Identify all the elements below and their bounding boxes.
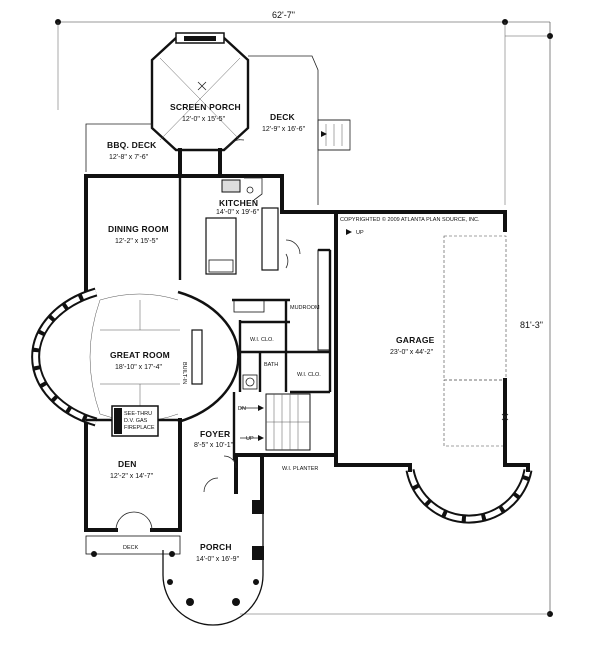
dining-room-size: 12'-2" x 15'-5" [115,238,159,245]
fireplace-label-3: FIREPLACE [124,425,155,431]
exterior-walls [84,148,507,532]
bbq-deck-size: 12'-8" x 7'-6" [109,154,149,161]
deck-label: DECK [270,112,296,122]
width-dimension: 62'-7" [272,10,295,20]
fireplace-label-2: D.V. GAS [124,418,148,424]
dimension-lines [55,19,553,617]
stair-arrows [258,131,352,441]
wi-closet-1-label: W.I. CLO. [250,337,274,343]
screen-porch-size: 12'-0" x 15'-5" [182,116,226,123]
garage-label: GARAGE [396,335,435,345]
screen-porch-walls [150,32,250,152]
great-room-label: GREAT ROOM [110,350,170,360]
garage [405,235,533,524]
mudroom-label: MUDROOM [290,305,320,311]
den-size: 12'-2" x 14'-7" [110,473,154,480]
deck-size: 12'-9" x 16'-6" [262,126,306,133]
door-swings [115,239,301,531]
stairs-up-label: UP [246,436,254,442]
built-in-label: BUILT-IN [181,362,187,384]
garage-up-label: UP [356,230,364,236]
bath-label: BATH [264,362,278,368]
wi-closet-2-label: W.I. CLO. [297,372,321,378]
stairs [240,393,311,451]
den-deck-label: DECK [123,545,139,551]
copyright-text: COPYRIGHTED © 2009 ATLANTA PLAN SOURCE, … [340,216,480,223]
kitchen-size: 14'-0" x 19'-6" [216,209,260,216]
porch-label: PORCH [200,542,232,552]
depth-dimension: 81'-3" [520,320,543,330]
kitchen-label: KITCHEN [219,198,258,208]
fireplace-label-1: SEE-THRU [124,411,152,417]
kitchen-fixtures [205,177,279,275]
dining-room-label: DINING ROOM [108,224,169,234]
garage-size: 23'-0" x 44'-2" [390,349,434,356]
stairs-dn-label: DN [238,406,246,412]
deck-outline [85,55,351,205]
porch-size: 14'-0" x 16'-9" [196,556,240,563]
bath-fixtures [233,299,265,390]
screen-porch-label: SCREEN PORCH [170,102,241,112]
great-room-bay [31,287,240,427]
great-room-size: 18'-10" x 17'-4" [115,364,162,371]
wi-planter-label: W.I. PLANTER [282,466,318,472]
foyer-label: FOYER [200,429,230,439]
bbq-deck-label: BBQ. DECK [107,140,157,150]
foyer-size: 8'-5" x 10'-1" [194,442,234,449]
den-label: DEN [118,459,137,469]
porch [85,498,264,626]
